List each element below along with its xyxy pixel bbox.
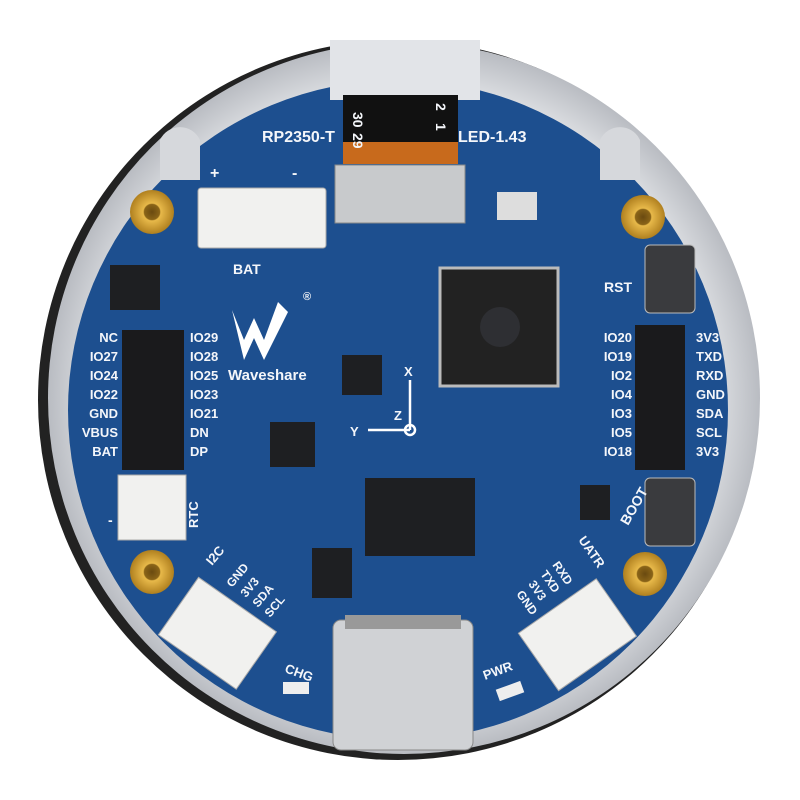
svg-text:IO23: IO23 xyxy=(190,387,218,402)
reset-button[interactable] xyxy=(644,244,696,314)
left-pin-header[interactable] xyxy=(122,330,184,470)
power-led xyxy=(495,680,525,702)
axis-y-label: Y xyxy=(350,424,359,439)
crystal xyxy=(497,192,537,220)
chip-right xyxy=(580,485,610,520)
board-notch xyxy=(330,40,480,100)
svg-text:BAT: BAT xyxy=(92,444,118,459)
svg-text:NC: NC xyxy=(99,330,118,345)
svg-text:IO27: IO27 xyxy=(90,349,118,364)
svg-text:IO29: IO29 xyxy=(190,330,218,345)
right-header-labels: IO20 IO19 IO2 IO4 IO3 IO5 IO18 3V3 TXD R… xyxy=(604,330,725,459)
svg-text:3V3: 3V3 xyxy=(696,444,719,459)
waveshare-logo: ® Waveshare xyxy=(228,291,311,384)
battery-minus-label: - xyxy=(292,165,297,182)
svg-text:TXD: TXD xyxy=(696,349,722,364)
svg-text:IO3: IO3 xyxy=(611,406,632,421)
left-header-labels: NC IO27 IO24 IO22 GND VBUS BAT IO29 IO28… xyxy=(82,330,218,459)
svg-text:IO24: IO24 xyxy=(90,368,119,383)
battery-connector[interactable] xyxy=(197,187,327,249)
charger-chip xyxy=(110,265,160,310)
svg-text:IO22: IO22 xyxy=(90,387,118,402)
svg-text:®: ® xyxy=(303,291,311,303)
svg-text:IO5: IO5 xyxy=(611,425,632,440)
rtc-minus-label: - xyxy=(108,512,113,528)
svg-text:GND: GND xyxy=(696,387,725,402)
fpc-label-1: 1 xyxy=(433,123,449,131)
fpc-label-29: 29 xyxy=(350,133,366,149)
brand-name: Waveshare xyxy=(228,367,307,384)
svg-text:DP: DP xyxy=(190,444,208,459)
svg-text:IO18: IO18 xyxy=(604,444,632,459)
battery-plus-label: + xyxy=(210,165,219,182)
imu-chip xyxy=(342,355,382,395)
fpc-label-2: 2 xyxy=(433,103,449,111)
svg-text:3V3: 3V3 xyxy=(696,330,719,345)
svg-text:IO25: IO25 xyxy=(190,368,218,383)
usb-c-pins xyxy=(345,615,461,629)
uart-connector[interactable] xyxy=(517,578,638,692)
i2c-connector[interactable] xyxy=(157,576,278,690)
svg-text:IO21: IO21 xyxy=(190,406,218,421)
flash-chip xyxy=(365,478,475,556)
axis-marker xyxy=(368,380,417,437)
svg-text:IO2: IO2 xyxy=(611,368,632,383)
axis-x-label: X xyxy=(404,364,413,379)
svg-text:IO28: IO28 xyxy=(190,349,218,364)
right-pin-header[interactable] xyxy=(635,325,685,470)
svg-text:DN: DN xyxy=(190,425,209,440)
usb-c-port[interactable] xyxy=(332,619,474,751)
axis-z-label: Z xyxy=(394,408,402,423)
svg-text:VBUS: VBUS xyxy=(82,425,118,440)
charge-led xyxy=(283,682,309,694)
boot-button[interactable] xyxy=(644,477,696,547)
fpc-label-30: 30 xyxy=(350,112,366,128)
reset-label: RST xyxy=(604,279,632,295)
raspberry-logo xyxy=(480,307,520,347)
svg-text:IO4: IO4 xyxy=(611,387,633,402)
svg-text:IO20: IO20 xyxy=(604,330,632,345)
fpc-display-cable: 30 29 2 1 xyxy=(334,95,466,224)
battery-label: BAT xyxy=(233,261,261,277)
regulator-chip xyxy=(312,548,352,598)
notch-right xyxy=(600,127,640,180)
svg-text:IO19: IO19 xyxy=(604,349,632,364)
board-title-left: RP2350-T xyxy=(262,129,335,146)
chip-small xyxy=(270,422,315,467)
svg-text:RXD: RXD xyxy=(696,368,723,383)
svg-text:SDA: SDA xyxy=(696,406,724,421)
svg-text:SCL: SCL xyxy=(696,425,722,440)
mounting-holes xyxy=(130,190,667,596)
svg-text:GND: GND xyxy=(89,406,118,421)
rtc-label: RTC xyxy=(186,501,201,528)
notch-left xyxy=(160,127,200,180)
board-title-right: LED-1.43 xyxy=(458,129,527,146)
rtc-connector[interactable] xyxy=(117,474,187,541)
